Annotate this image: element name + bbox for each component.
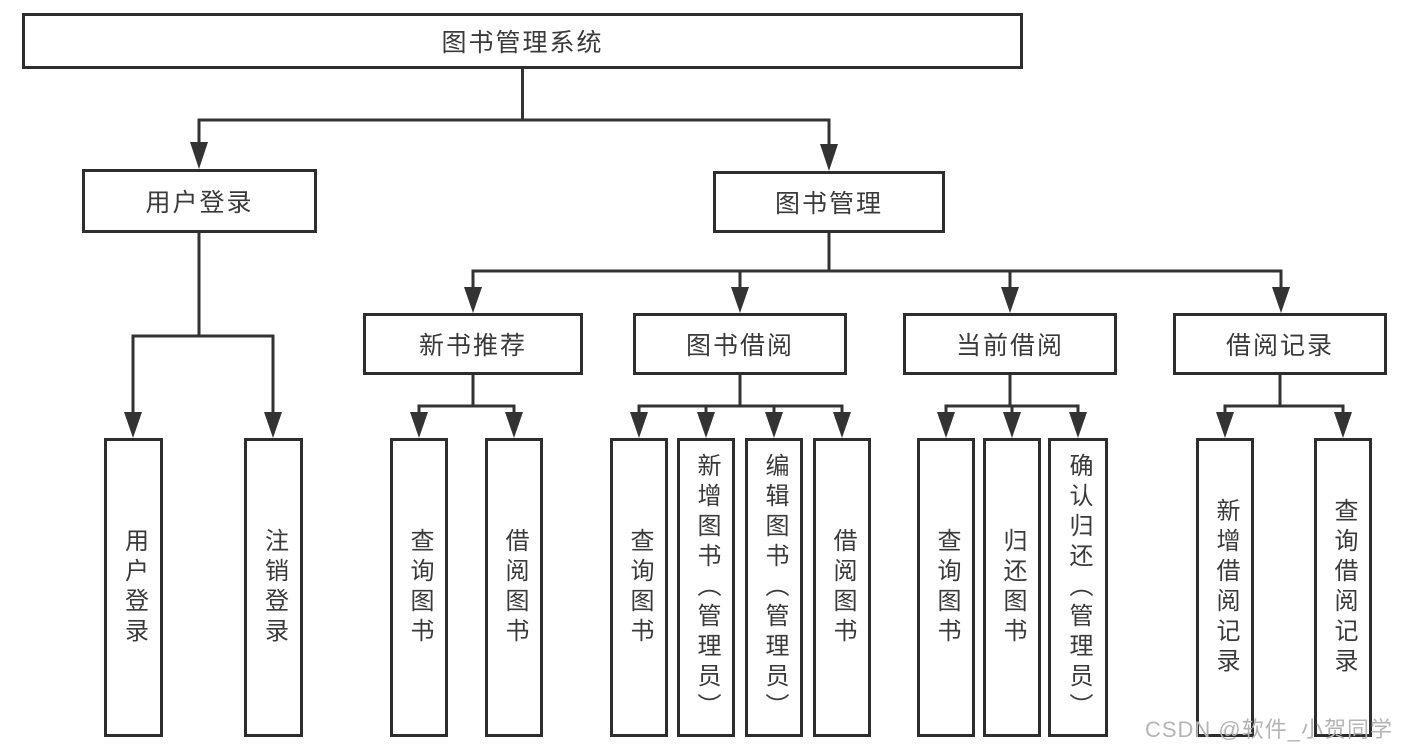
leaf-label: 查询图书 [626,527,653,648]
leaf-borrow-books: 借阅图书 [813,438,871,737]
connector-borrow-records-to-leaves [1216,374,1352,438]
connector-current-borrow-to-leaves [937,374,1087,438]
leaf-label: 查询借阅记录 [1330,497,1357,678]
connector-new-book-to-leaves [410,374,523,438]
node-new-book-recommend: 新书推荐 [363,313,583,375]
leaf-label: 借阅图书 [829,527,856,648]
leaf-label: 查询图书 [933,527,960,648]
leaf-label: 借阅图书 [501,527,528,648]
leaf-user-login: 用户登录 [104,438,163,737]
leaf-query-borrow-record: 查询借阅记录 [1314,438,1372,737]
connector-book-borrow-to-leaves [630,374,851,438]
leaf-label: 归还图书 [999,527,1026,648]
leaf-return-book: 归还图书 [983,438,1041,737]
node-root-system: 图书管理系统 [22,13,1023,69]
leaf-label: 确认归还（管理员） [1065,452,1092,723]
node-book-borrow: 图书借阅 [633,313,847,375]
leaf-edit-book-admin: 编辑图书（管理员） [745,438,803,737]
node-current-borrow: 当前借阅 [903,313,1117,375]
connector-root-to-level2 [190,68,838,171]
leaf-query-books-borrow: 查询图书 [610,438,668,737]
leaf-add-borrow-record: 新增借阅记录 [1196,438,1254,737]
leaf-label: 新增图书（管理员） [693,452,720,723]
leaf-query-books-current: 查询图书 [917,438,975,737]
leaf-logout: 注销登录 [244,438,303,737]
node-borrow-records: 借阅记录 [1173,313,1387,375]
leaf-borrow-books-recommend: 借阅图书 [485,438,543,737]
leaf-label: 新增借阅记录 [1212,497,1239,678]
leaf-label: 注销登录 [260,527,288,648]
leaf-confirm-return-admin: 确认归还（管理员） [1048,438,1108,737]
leaf-label: 查询图书 [406,527,433,648]
leaf-label: 编辑图书（管理员） [761,452,788,723]
node-user-login: 用户登录 [82,169,317,233]
leaf-add-book-admin: 新增图书（管理员） [677,438,735,737]
node-book-management: 图书管理 [713,171,945,233]
connector-user-login-to-leaves [124,233,282,438]
csdn-watermark: CSDN @软件_小贺同学 [1144,717,1393,742]
leaf-label: 用户登录 [120,527,148,648]
connector-book-management-to-level3 [464,233,1290,313]
leaf-query-books-recommend: 查询图书 [390,438,448,737]
